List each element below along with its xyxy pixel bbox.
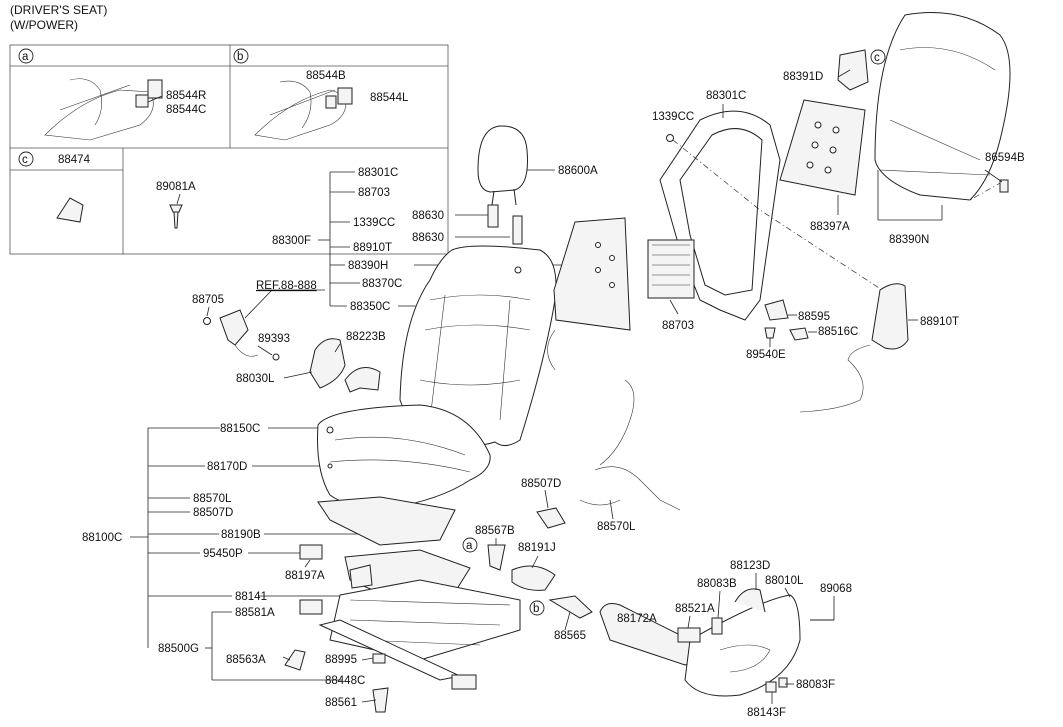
part-label: 88561 (325, 697, 357, 709)
inset-c-marker (18, 151, 34, 167)
part-label: 88223B (346, 331, 386, 343)
part-label: 88030L (236, 373, 275, 385)
part-label: 88300F (272, 235, 311, 247)
part-label: 95450P (203, 548, 243, 560)
part-label: 88390H (348, 260, 388, 272)
part-label: 88544C (166, 104, 206, 116)
part-label: 88581A (235, 607, 275, 619)
part-label: 88301C (706, 90, 746, 102)
part-label: 88191J (518, 542, 556, 554)
diagram-title: (DRIVER'S SEAT) (10, 3, 107, 17)
part-label: 89081A (156, 181, 196, 193)
seat-track-frame (299, 579, 521, 690)
part-label: 88567B (475, 525, 515, 537)
part-label: 1339CC (652, 111, 694, 123)
part-labels: 88544R 88544C 88544B 88544L 88474 89081A… (58, 70, 1025, 719)
inset-a-marker (18, 48, 34, 64)
part-label: 88544B (306, 70, 346, 82)
part-label: 88516C (818, 326, 858, 338)
part-label: 88570L (193, 493, 232, 505)
inset-a-letter: a (22, 51, 29, 63)
part-label: 88170D (207, 461, 247, 473)
part-label: 86594B (985, 152, 1025, 164)
back-panel (779, 49, 869, 196)
part-label: 88703 (662, 320, 694, 332)
part-label: 88544L (370, 92, 409, 104)
part-label: 89393 (258, 333, 290, 345)
part-label: 88474 (58, 154, 91, 166)
part-label: 88500G (158, 643, 199, 655)
side-shield (599, 588, 834, 697)
part-label: 88705 (192, 294, 224, 306)
part-label: 88010L (765, 575, 804, 587)
part-label: 88390N (889, 234, 929, 246)
part-label: 88083B (697, 578, 737, 590)
part-label: 88995 (325, 654, 357, 666)
part-label: 88143F (747, 707, 786, 719)
inset-b-marker (233, 48, 249, 64)
part-label: 88507D (193, 507, 233, 519)
inset-panel: a b c (9, 44, 449, 255)
part-label: 88630 (412, 210, 444, 222)
part-label: 88123D (730, 560, 770, 572)
part-88474-shape (56, 197, 84, 223)
part-label: 88521A (675, 603, 715, 615)
part-label: 88595 (798, 311, 830, 323)
part-label: 88172A (617, 613, 657, 625)
seatback-cover (399, 245, 557, 446)
small-parts (284, 379, 681, 713)
inset-c-letter: c (22, 154, 28, 166)
callout-b: b (533, 603, 539, 615)
part-label: 88190B (221, 529, 261, 541)
ref-label: REF.88-888 (256, 280, 317, 292)
part-label: 88565 (554, 630, 586, 642)
part-label: 88150C (220, 423, 260, 435)
inset-b-illustration (254, 80, 353, 141)
part-label: 88563A (226, 654, 266, 666)
part-label: 88630 (412, 232, 444, 244)
part-label: 88397A (810, 221, 850, 233)
callout-markers: a b c (462, 49, 886, 616)
part-label: 88100C (82, 532, 122, 544)
diagram-subtitle: (W/POWER) (10, 18, 78, 32)
part-label: 88507D (521, 478, 561, 490)
lumbar-panel (547, 217, 631, 371)
part-label: 88197A (285, 570, 325, 582)
leader-lines-right (147, 69, 1003, 704)
seat-cushion (317, 404, 491, 509)
callout-b-circle (529, 600, 545, 616)
recliner-cover (309, 338, 381, 393)
part-label: 88544R (166, 90, 206, 102)
part-label: 88910T (920, 316, 959, 328)
part-label: 88448C (325, 675, 365, 687)
callout-a: a (466, 540, 473, 552)
part-label: 88301C (358, 167, 398, 179)
callout-c: c (874, 52, 880, 64)
part-label: 88703 (358, 187, 390, 199)
part-label: 88350C (350, 301, 390, 313)
back-cover (874, 12, 1011, 221)
part-label: 88141 (235, 591, 267, 603)
part-label: 88370C (362, 278, 402, 290)
side-airbag (764, 283, 909, 413)
callout-a-circle (462, 537, 478, 553)
seatback-frame (647, 110, 906, 321)
inset-b-letter: b (237, 51, 243, 63)
part-label: 89540E (746, 349, 786, 361)
seatbelt-buckle (203, 289, 325, 361)
part-label: 88570L (597, 521, 636, 533)
part-label: 1339CC (353, 217, 395, 229)
part-label: 88083F (796, 679, 835, 691)
part-89081A-shape (169, 204, 183, 229)
part-label: 88910T (353, 242, 392, 254)
part-label: 88391D (783, 71, 823, 83)
headrest (477, 125, 528, 245)
inset-a-illustration (44, 78, 163, 141)
part-label: 88600A (558, 165, 598, 177)
callout-c-circle (870, 49, 886, 65)
part-label: 89068 (820, 583, 852, 595)
